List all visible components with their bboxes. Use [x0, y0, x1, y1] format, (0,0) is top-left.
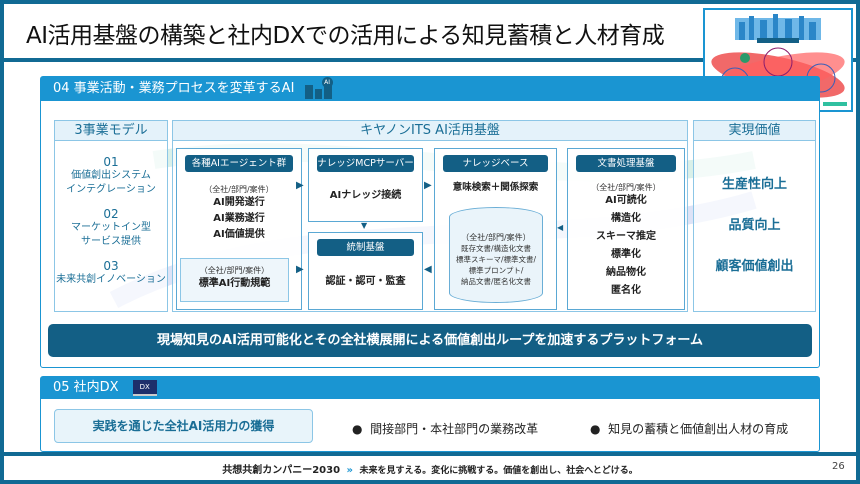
- arrow-left-icon: ◀: [557, 223, 564, 232]
- chevron-right-icon: »: [346, 465, 353, 476]
- db-line: 納品文書/匿名化文書: [460, 277, 532, 286]
- value-item: 生産性向上: [721, 177, 787, 192]
- db-scope: （全社/部門/案件）: [461, 233, 531, 242]
- section-05-title: 05 社内DX: [53, 380, 119, 395]
- dx-highlight-box: 実践を通じた全社AI活用力の獲得: [54, 409, 313, 443]
- docproc-item: 匿名化: [611, 285, 641, 296]
- arrow-right-icon: ▶: [296, 180, 304, 191]
- page-title: AI活用基盤の構築と社内DXでの活用による知見蓄積と人材育成: [26, 23, 665, 49]
- arrow-right-icon: ▶: [296, 264, 304, 275]
- bullet-item: ● 間接部門・本社部門の業務改革: [352, 420, 538, 437]
- arrow-down-icon: ▼: [361, 221, 368, 230]
- docproc-item: 標準化: [611, 249, 641, 260]
- code-of-conduct-box: （全社/部門/案件） 標準AI行動規範: [180, 258, 289, 302]
- database-cylinder: （全社/部門/案件） 既存文書/構造化文書 標準スキーマ/標準文書/ 標準プロン…: [449, 207, 543, 303]
- knowledge-base-box: ナレッジベース 意味検索＋関係探索 （全社/部門/案件） 既存文書/構造化文書 …: [434, 148, 557, 310]
- docproc-tag: 文書処理基盤: [576, 155, 676, 172]
- agents-tag: 各種AIエージェント群: [185, 155, 293, 172]
- knowledge-tag: ナレッジベース: [443, 155, 548, 172]
- value-item: 顧客価値創出: [715, 259, 794, 274]
- agents-scope: （全社/部門/案件）: [204, 185, 274, 194]
- bullet-icon: ●: [590, 422, 601, 436]
- bullet-icon: ●: [352, 422, 363, 436]
- platform-header: キヤノンITS AI活用基盤: [172, 120, 688, 141]
- agents-item: AI価値提供: [213, 229, 265, 240]
- document-processing-box: 文書処理基盤 （全社/部門/案件） AI可読化 構造化 スキーマ推定 標準化 納…: [567, 148, 685, 310]
- knowledge-item: 意味検索＋関係探索: [452, 182, 539, 193]
- arrow-left-icon: ◀: [424, 264, 432, 275]
- agents-item: AI業務遂行: [213, 213, 265, 224]
- governance-item: 認証・認可・監査: [325, 276, 406, 287]
- ai-building-icon: AI: [304, 76, 333, 99]
- footer-brand: 共想共創カンパニー2030: [222, 465, 341, 476]
- docproc-item: 構造化: [611, 213, 641, 224]
- agents-box: 各種AIエージェント群 （全社/部門/案件） AI開発遂行 AI業務遂行 AI価…: [176, 148, 302, 310]
- page-number: 26: [832, 461, 845, 472]
- dx-laptop-icon: DX: [132, 379, 157, 396]
- db-line: 既存文書/構造化文書: [460, 244, 532, 253]
- bullet-text: 知見の蓄積と価値創出人材の育成: [608, 422, 789, 436]
- value-header: 実現価値: [693, 120, 816, 141]
- docproc-scope: （全社/部門/案件）: [591, 183, 661, 192]
- value-item: 品質向上: [728, 218, 781, 233]
- bullet-text: 間接部門・本社部門の業務改革: [370, 422, 539, 436]
- mcp-box: ナレッジMCPサーバー AIナレッジ接続: [308, 148, 423, 222]
- db-line: 標準プロンプト/: [468, 266, 524, 275]
- models-header: 3事業モデル: [54, 120, 168, 141]
- section-04-title: 04 事業活動・業務プロセスを変革するAI: [53, 81, 295, 96]
- docproc-item: スキーマ推定: [596, 231, 656, 242]
- platform-banner: 現場知見のAI活用可能化とその全社横展開による価値創出ループを加速するプラットフ…: [48, 324, 812, 357]
- section-05-header: 05 社内DX DX: [41, 377, 819, 399]
- governance-tag: 統制基盤: [317, 239, 414, 256]
- docproc-item: AI可読化: [605, 195, 647, 206]
- governance-box: 統制基盤 認証・認可・監査: [308, 232, 423, 310]
- value-column: 生産性向上 品質向上 顧客価値創出: [693, 140, 816, 312]
- conduct-scope: （全社/部門/案件）: [199, 266, 270, 275]
- db-line: 標準スキーマ/標準文書/: [455, 255, 537, 264]
- mcp-tag: ナレッジMCPサーバー: [317, 155, 414, 172]
- footer-slogan: 未来を見すえる。変化に挑戦する。価値を創出し、社会へとどける。: [359, 466, 638, 476]
- mcp-item: AIナレッジ接続: [329, 190, 402, 201]
- conduct-item: 標準AI行動規範: [198, 278, 271, 289]
- bullet-item: ● 知見の蓄積と価値創出人材の育成: [590, 420, 788, 437]
- section-04-header: 04 事業活動・業務プロセスを変革するAI AI: [41, 76, 819, 101]
- docproc-item: 納品物化: [606, 267, 646, 278]
- agents-item: AI開発遂行: [213, 197, 265, 208]
- footer: 共想共創カンパニー2030 » 未来を見すえる。変化に挑戦する。価値を創出し、社…: [4, 456, 856, 480]
- arrow-right-icon: ▶: [424, 180, 432, 191]
